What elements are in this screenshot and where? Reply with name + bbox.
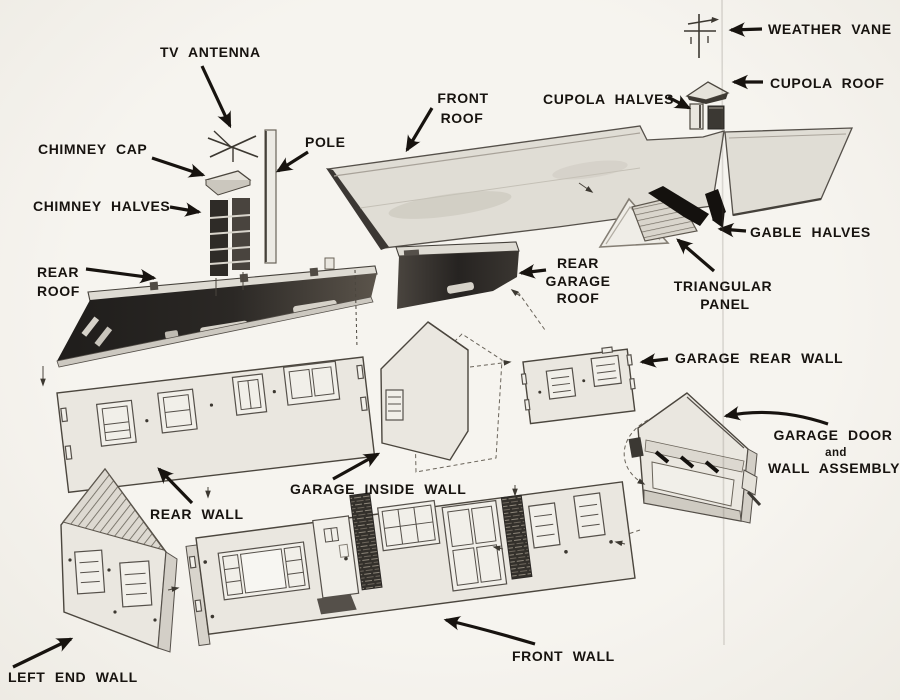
label-front-roof: FRONT ROOF — [437, 90, 488, 126]
shuttered-window — [528, 502, 561, 549]
svg-text:REAR: REAR — [37, 264, 79, 280]
label-cupola-roof: CUPOLA ROOF — [770, 75, 885, 91]
grid-window — [376, 499, 441, 552]
rear-wall-window — [157, 388, 198, 434]
arrow-left-end-wall — [12, 637, 74, 669]
front-roof-left-edge — [326, 168, 389, 250]
label-chimney-cap: CHIMNEY CAP — [38, 141, 147, 157]
labels: TV ANTENNA CHIMNEY CAP CHIMNEY HALVES PO… — [8, 21, 900, 685]
rear-wall-window — [231, 373, 268, 416]
arrow-front-wall — [443, 616, 536, 646]
svg-text:ROOF: ROOF — [37, 283, 80, 299]
part-pole — [264, 129, 277, 264]
tall-window — [441, 499, 508, 592]
svg-text:ROOF: ROOF — [557, 290, 600, 306]
arrow-triangular-panel — [676, 238, 716, 273]
garage-rear-wall-window — [545, 367, 577, 400]
label-cupola-halves: CUPOLA HALVES — [543, 91, 674, 107]
arrow-chimney-halves — [169, 202, 202, 217]
label-rear-roof: REAR ROOF — [37, 264, 80, 299]
label-arrows — [12, 22, 829, 669]
part-cupola-roof — [685, 81, 730, 104]
label-gable-halves: GABLE HALVES — [750, 224, 871, 240]
arrow-weather-vane — [728, 22, 763, 37]
label-tv-antenna: TV ANTENNA — [160, 44, 261, 60]
svg-text:REAR: REAR — [557, 255, 599, 271]
picture-window — [217, 541, 311, 601]
part-gable-assembly — [578, 182, 726, 248]
arrow-garage-inside-wall — [332, 452, 381, 481]
arrow-cupola-halves — [667, 94, 692, 110]
label-triangular-panel: TRIANGULAR PANEL — [674, 278, 773, 312]
louver-vent — [385, 389, 404, 421]
label-garage-rear-wall: GARAGE REAR WALL — [675, 350, 843, 366]
arrow-garage-rear-wall — [639, 353, 669, 368]
label-rear-garage-roof: REAR GARAGE ROOF — [545, 255, 610, 306]
arrow-garage-door-assembly — [723, 406, 829, 426]
label-pole: POLE — [305, 134, 346, 150]
part-rear-roof — [56, 257, 378, 368]
part-tv-antenna — [207, 130, 259, 162]
part-weather-vane — [684, 14, 719, 58]
arrow-tv-antenna — [200, 65, 232, 129]
part-chimney-halves — [209, 198, 251, 296]
arrow-rear-roof — [85, 267, 157, 284]
svg-text:FRONT: FRONT — [437, 90, 488, 106]
part-left-end-wall — [60, 467, 178, 653]
part-chimney-cap — [204, 170, 252, 196]
part-garage-front-roof — [724, 127, 854, 217]
svg-text:GARAGE DOOR: GARAGE DOOR — [774, 427, 893, 443]
rear-wall-window — [282, 360, 341, 406]
svg-text:and: and — [825, 447, 847, 459]
arrow-rear-wall — [157, 467, 194, 505]
part-gable-halves — [648, 186, 726, 228]
door-step — [316, 594, 357, 615]
label-left-end-wall: LEFT END WALL — [8, 669, 138, 685]
left-end-wall-window — [119, 560, 153, 608]
label-weather-vane: WEATHER VANE — [768, 21, 892, 37]
svg-text:PANEL: PANEL — [700, 296, 749, 312]
part-garage-rear-wall — [520, 346, 636, 425]
garage-rear-wall-window — [590, 354, 622, 388]
svg-text:TRIANGULAR: TRIANGULAR — [674, 278, 773, 294]
arrow-chimney-cap — [151, 156, 206, 178]
rear-wall-window — [95, 399, 137, 447]
arrow-gable-halves — [717, 222, 747, 238]
part-rear-garage-roof — [395, 241, 520, 309]
part-garage-door-assembly — [523, 392, 762, 570]
chimney-strip — [349, 492, 383, 591]
label-rear-wall: REAR WALL — [150, 506, 244, 522]
paper-crease — [721, 0, 725, 646]
arrow-pole — [275, 150, 309, 173]
part-cupola-halves — [689, 103, 725, 130]
left-end-wall-window — [74, 549, 106, 595]
assembly-marks — [167, 269, 626, 593]
arrow-rear-garage-roof — [518, 264, 547, 279]
garage-door-slats — [654, 450, 720, 474]
svg-text:GARAGE: GARAGE — [545, 273, 610, 289]
shuttered-window — [573, 492, 606, 539]
label-front-wall: FRONT WALL — [512, 648, 615, 664]
part-garage-inside-wall — [380, 291, 546, 473]
label-chimney-halves: CHIMNEY HALVES — [33, 198, 170, 214]
part-rear-wall — [56, 356, 376, 494]
front-door — [312, 515, 360, 615]
label-garage-door-assembly: GARAGE DOOR and WALL ASSEMBLY — [768, 427, 900, 476]
svg-text:WALL ASSEMBLY: WALL ASSEMBLY — [768, 460, 900, 476]
label-garage-inside-wall: GARAGE INSIDE WALL — [290, 481, 466, 497]
arrow-front-roof — [405, 107, 434, 153]
chimney-strip — [500, 494, 533, 580]
svg-text:ROOF: ROOF — [441, 110, 484, 126]
part-front-wall — [185, 481, 636, 647]
